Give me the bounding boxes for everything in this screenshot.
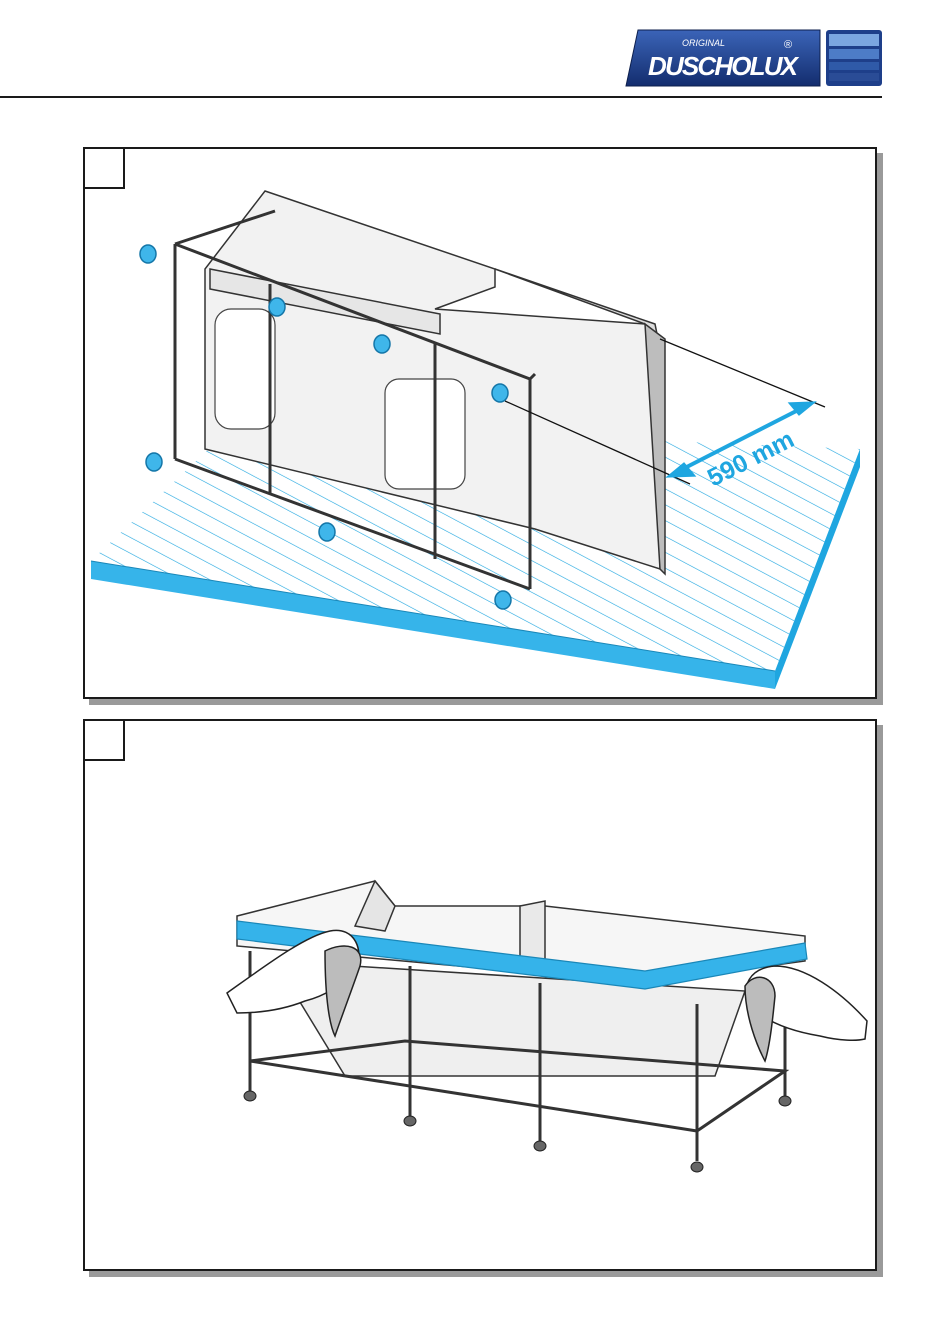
duscholux-logo: ORIGINAL DUSCHOLUX ®: [624, 28, 884, 90]
step-panel-1: 590 mm: [83, 147, 877, 699]
bathtub-upside-down-illustration: 590 mm: [85, 149, 875, 697]
logo-small-text: ORIGINAL: [682, 38, 725, 48]
header-rule: [0, 96, 882, 98]
step-panel-2: [83, 719, 877, 1271]
bathtub-upright-illustration: [85, 721, 875, 1269]
logo-name: DUSCHOLUX: [648, 51, 800, 81]
registered-mark: ®: [784, 39, 792, 51]
logo-stripes-icon: [826, 30, 882, 86]
right-hand-illustration: [745, 966, 867, 1061]
